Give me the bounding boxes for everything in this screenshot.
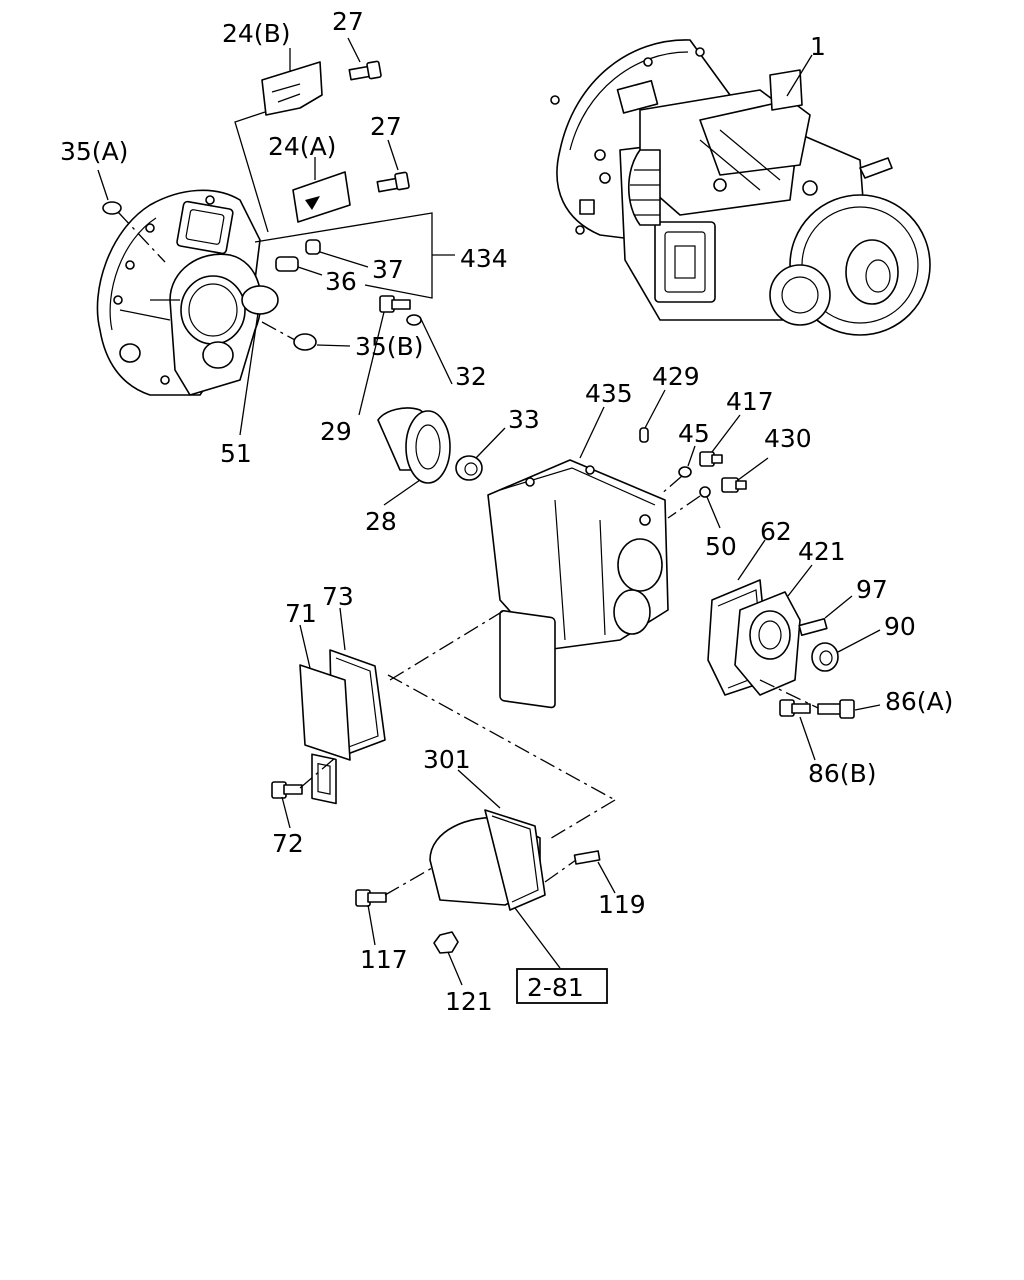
bushing-37-drawing bbox=[305, 239, 321, 255]
washer-35b-drawing bbox=[293, 333, 317, 351]
label-86b: 86(B) bbox=[808, 759, 876, 788]
dowel-429-drawing bbox=[639, 427, 649, 443]
label-35a: 35(A) bbox=[60, 137, 128, 166]
label-35b: 35(B) bbox=[355, 332, 423, 361]
label-51: 51 bbox=[220, 439, 252, 468]
label-90: 90 bbox=[884, 612, 916, 641]
part-labels: 1 24(B) 27 24(A) 27 35(A) 434 37 36 35(B… bbox=[60, 7, 953, 1016]
bolt-97-drawing bbox=[798, 618, 828, 636]
label-62: 62 bbox=[760, 517, 792, 546]
reference-box: 2-81 bbox=[516, 968, 608, 1004]
plate-24a-drawing bbox=[292, 171, 351, 223]
label-50: 50 bbox=[705, 532, 737, 561]
label-1: 1 bbox=[810, 32, 826, 61]
label-430: 430 bbox=[764, 424, 812, 453]
bolt-27-lower-drawing bbox=[376, 171, 410, 193]
label-117: 117 bbox=[360, 945, 408, 974]
nut-121-drawing bbox=[433, 931, 459, 954]
label-33: 33 bbox=[508, 405, 540, 434]
o-ring-32-drawing bbox=[406, 314, 422, 326]
label-28: 28 bbox=[365, 507, 397, 536]
leader-lines bbox=[97, 37, 881, 986]
label-29: 29 bbox=[320, 417, 352, 446]
label-421: 421 bbox=[798, 537, 846, 566]
bolt-86b-drawing bbox=[779, 699, 811, 717]
label-24a: 24(A) bbox=[268, 132, 336, 161]
reference-label: 2-81 bbox=[527, 973, 584, 1002]
side-cover-71-drawing bbox=[299, 664, 351, 805]
o-ring-45-drawing bbox=[678, 466, 692, 478]
label-72: 72 bbox=[272, 829, 304, 858]
plate-24b-drawing bbox=[261, 61, 323, 116]
bolt-29-drawing bbox=[379, 295, 411, 313]
label-301: 301 bbox=[423, 745, 471, 774]
stud-119-drawing bbox=[573, 850, 601, 865]
label-45: 45 bbox=[678, 419, 710, 448]
label-27-lower: 27 bbox=[370, 112, 402, 141]
clutch-housing-drawing bbox=[96, 189, 262, 396]
washer-35a-drawing bbox=[102, 201, 122, 215]
rear-cover-421-drawing bbox=[734, 591, 801, 696]
plug-430-drawing bbox=[721, 477, 747, 493]
bolt-72-drawing bbox=[271, 781, 303, 799]
transmission-case-435-drawing bbox=[487, 459, 669, 709]
label-86a: 86(A) bbox=[885, 687, 953, 716]
seal-33-drawing bbox=[455, 455, 483, 481]
label-121: 121 bbox=[445, 987, 493, 1016]
o-ring-50-drawing bbox=[699, 486, 711, 498]
bolt-86a-drawing bbox=[817, 699, 855, 719]
label-27-upper: 27 bbox=[332, 7, 364, 36]
label-417: 417 bbox=[726, 387, 774, 416]
bolt-117-drawing bbox=[355, 889, 387, 907]
label-119: 119 bbox=[598, 890, 646, 919]
front-cover-28-drawing bbox=[377, 407, 451, 484]
label-435: 435 bbox=[585, 379, 633, 408]
label-73: 73 bbox=[322, 582, 354, 611]
bolt-27-upper-drawing bbox=[348, 60, 382, 81]
label-71: 71 bbox=[285, 599, 317, 628]
label-36: 36 bbox=[325, 267, 357, 296]
seal-90-drawing bbox=[811, 642, 839, 672]
cover-51-drawing bbox=[241, 285, 279, 315]
label-32: 32 bbox=[455, 362, 487, 391]
plug-417-drawing bbox=[699, 451, 723, 467]
label-97: 97 bbox=[856, 575, 888, 604]
transmission-assembly-drawing bbox=[550, 39, 931, 336]
label-429: 429 bbox=[652, 362, 700, 391]
pto-cover-301-drawing bbox=[429, 809, 546, 911]
dowel-36-drawing bbox=[275, 256, 299, 272]
label-434: 434 bbox=[460, 244, 508, 273]
label-37: 37 bbox=[372, 255, 404, 284]
label-24b: 24(B) bbox=[222, 19, 290, 48]
